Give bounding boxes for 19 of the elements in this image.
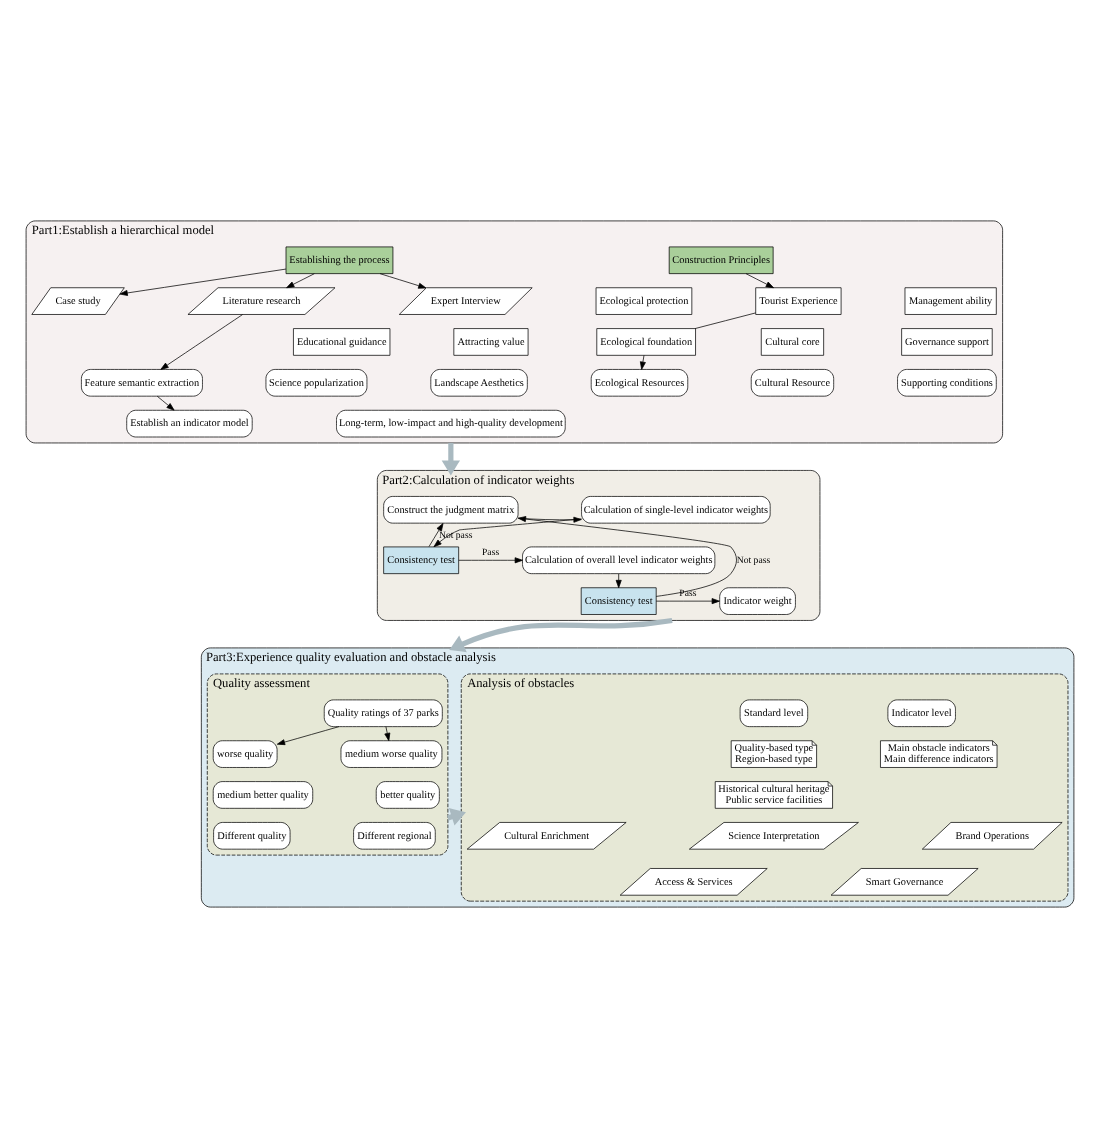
arrow [441, 442, 461, 476]
arrow [428, 523, 444, 547]
connector [694, 312, 756, 329]
arrow [433, 518, 582, 548]
arrow [156, 395, 175, 411]
arrow [615, 573, 622, 589]
arrow [384, 726, 391, 742]
arrow [517, 516, 582, 523]
arrow [379, 273, 427, 289]
arrow [119, 268, 287, 296]
arrow [517, 516, 737, 597]
arrow [286, 273, 315, 289]
arrow [458, 557, 523, 564]
arrow [276, 726, 340, 746]
arrow [745, 273, 774, 289]
arrow [655, 598, 720, 605]
arrow [160, 314, 243, 370]
arrow [639, 355, 646, 370]
arrow [449, 617, 673, 653]
